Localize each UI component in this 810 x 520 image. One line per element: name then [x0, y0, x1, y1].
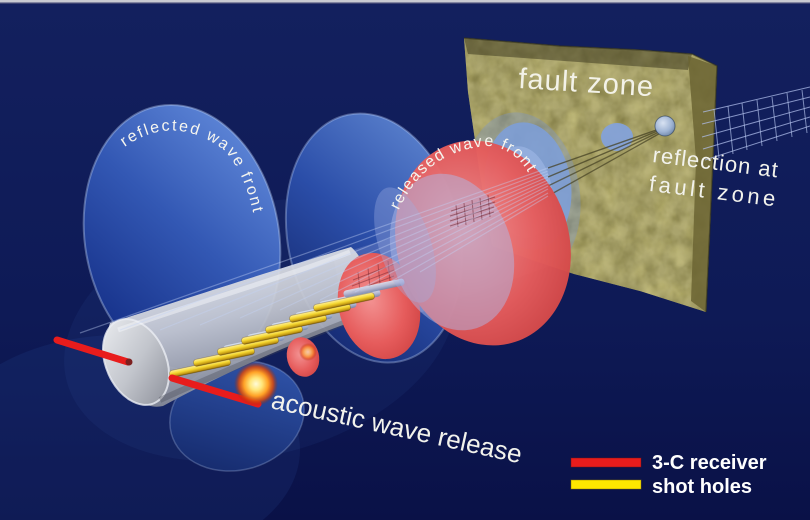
acoustic-source-glow [234, 362, 278, 406]
seismic-ray [239, 179, 549, 319]
wave-beam-overlay-left [374, 187, 436, 303]
casing-rod [343, 278, 405, 298]
wireframe-hatch-large [449, 194, 496, 228]
seismic-ray-fan [79, 167, 549, 334]
wireframe-ring [801, 89, 808, 134]
wave-beam-overlay [389, 173, 515, 331]
tunnel-opening [102, 318, 170, 406]
wall-ray [547, 128, 663, 178]
seismic-ray [354, 188, 549, 293]
wall-ray [547, 130, 665, 197]
wireframe-ring [727, 105, 734, 155]
top-border [0, 0, 810, 3]
seismic-ray [319, 185, 549, 301]
wall-outline [463, 37, 718, 313]
legend-label-receiver: 3-C receiver [652, 452, 767, 474]
tunnel-body [107, 247, 369, 407]
wireframe-line [702, 116, 810, 150]
receiver-anchor-dot [125, 358, 133, 366]
shot-hole-rod-group [169, 292, 375, 378]
wireframe-line [701, 96, 810, 125]
wireframe-line [704, 125, 810, 161]
seismic-ray [419, 195, 549, 273]
borehole-wireframe [701, 86, 810, 161]
shot-hole-rods [169, 278, 405, 378]
wall-top-edge [464, 38, 692, 70]
wall-ray [547, 129, 664, 187]
seismic-ray [389, 192, 549, 283]
receiver-line-upper [53, 336, 132, 366]
legend: 3-C receiver shot holes [570, 452, 767, 498]
wireframe-ring [786, 92, 793, 138]
wireframe-line [701, 106, 810, 138]
wireframe-ring [771, 96, 778, 142]
seismic-ray [79, 167, 549, 334]
wall-ray [547, 127, 663, 169]
wall-right-edge [688, 56, 717, 312]
tunnel-highlight [117, 249, 351, 333]
top-border-shadow [0, 2, 810, 4]
shot-hole-rod [313, 292, 375, 312]
legend-swatch-receiver [570, 457, 642, 468]
seismic-ray [159, 173, 549, 331]
wireframe-line [702, 86, 810, 113]
reflection-point-sphere [654, 115, 676, 137]
seismic-ray [199, 176, 549, 326]
wireframe-ring [741, 102, 748, 151]
wireframe-ring [756, 99, 763, 147]
tunnel-shadow [158, 312, 366, 403]
legend-label-shot-holes: shot holes [652, 476, 752, 498]
seismic-ray [279, 182, 549, 311]
legend-swatch-shot-holes [570, 479, 642, 490]
wireframe-ring [713, 108, 720, 159]
seismic-ray [119, 170, 549, 331]
acoustic-source-glow-small [299, 343, 317, 361]
tunnel-cylinder [102, 247, 369, 407]
